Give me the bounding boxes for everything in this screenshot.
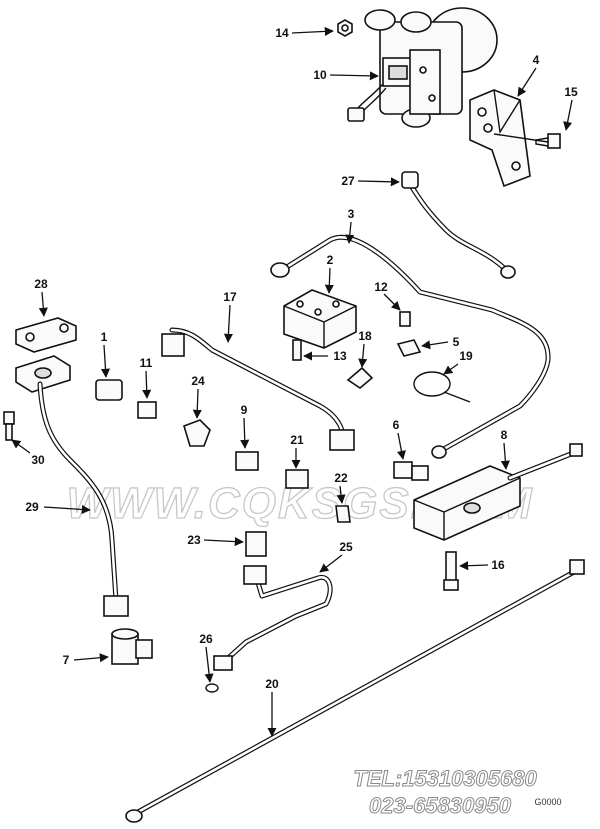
callout-10: 10 [313,68,327,82]
callout-2: 2 [327,253,334,267]
fitting-6 [393,461,429,481]
callout-7: 7 [63,653,70,667]
leader-lines [11,26,573,737]
callout-3: 3 [348,207,355,221]
callout-23: 23 [187,533,201,547]
callout-24: 24 [191,374,205,388]
sensor-8 [413,443,583,541]
contact-phone: 023-65830950 [369,793,512,818]
callout-28: 28 [34,277,48,291]
callout-27: 27 [341,174,355,188]
callout-20: 20 [265,677,279,691]
flange-29 [15,355,71,393]
callout-17: 17 [223,290,237,304]
callout-4: 4 [533,53,540,67]
callout-18: 18 [358,329,372,343]
callout-1: 1 [101,330,108,344]
callout-12: 12 [374,280,388,294]
tube-17 [161,327,355,451]
small-parts [346,311,471,403]
callout-30: 30 [31,453,45,467]
hose-27 [401,171,516,279]
callout-6: 6 [393,418,400,432]
callout-29: 29 [25,500,39,514]
bolt-30 [3,411,15,441]
pipe-29 [37,381,129,617]
elbow-fitting-7 [111,628,153,665]
tube-3 [270,234,551,459]
callout-labels: 14 10 4 15 27 3 28 17 2 12 5 1 11 13 18 … [25,26,578,691]
callout-26: 26 [199,632,213,646]
callout-11: 11 [140,356,153,370]
fittings [95,379,351,557]
gasket-28 [15,317,77,353]
o-ring-26 [205,683,219,693]
contact-tel: TEL:15310305680 [353,766,537,791]
callout-19: 19 [459,349,473,363]
callout-13: 13 [333,349,347,363]
callout-15: 15 [564,85,578,99]
callout-5: 5 [453,335,460,349]
block-2 [283,289,357,361]
tube-25 [213,565,333,671]
callout-21: 21 [290,433,304,447]
callout-25: 25 [339,540,353,554]
valve-assembly [337,7,498,128]
callout-14: 14 [275,26,289,40]
callout-9: 9 [241,403,248,417]
drawing-number: G0000 [534,797,561,807]
callout-22: 22 [334,471,348,485]
mounting-bracket [469,89,561,188]
bolt-16 [443,551,459,591]
callout-8: 8 [501,428,508,442]
cable-20 [125,559,585,823]
callout-16: 16 [491,558,505,572]
